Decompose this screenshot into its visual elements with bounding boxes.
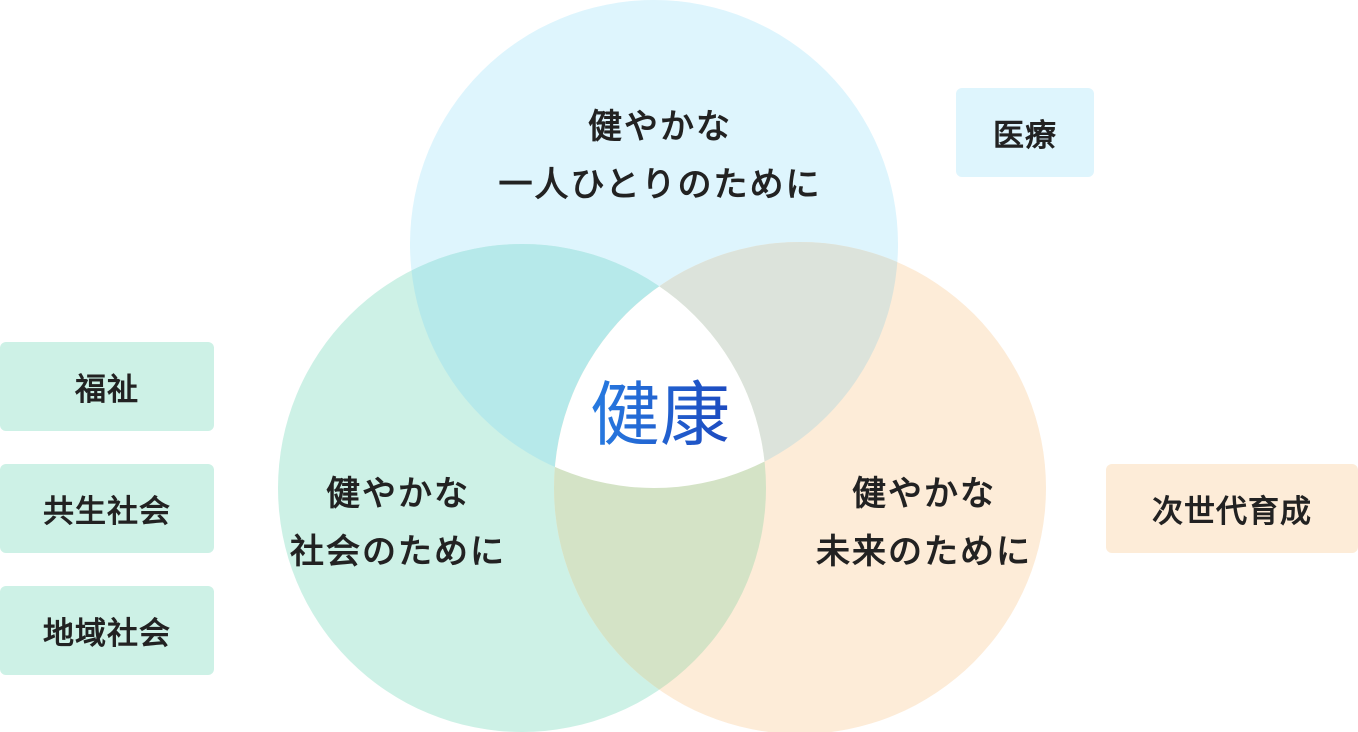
circle-label-future: 健やかな 未来のために xyxy=(774,465,1074,581)
label-line: 健やかな xyxy=(588,107,732,147)
tag-next-generation: 次世代育成 xyxy=(1106,464,1358,553)
label-line: 社会のために xyxy=(290,532,506,572)
tag-medical: 医療 xyxy=(956,88,1094,177)
center-label-health: 健康 xyxy=(560,370,760,460)
label-line: 健やかな xyxy=(852,474,996,514)
label-line: 未来のために xyxy=(816,532,1032,572)
circle-label-individual: 健やかな 一人ひとりのために xyxy=(460,98,860,214)
circle-label-society: 健やかな 社会のために xyxy=(248,465,548,581)
tag-welfare: 福祉 xyxy=(0,342,214,431)
tag-symbiotic-society: 共生社会 xyxy=(0,464,214,553)
label-line: 一人ひとりのために xyxy=(498,165,822,205)
tag-community: 地域社会 xyxy=(0,586,214,675)
overlap-center xyxy=(554,244,766,488)
label-line: 健やかな xyxy=(326,474,470,514)
